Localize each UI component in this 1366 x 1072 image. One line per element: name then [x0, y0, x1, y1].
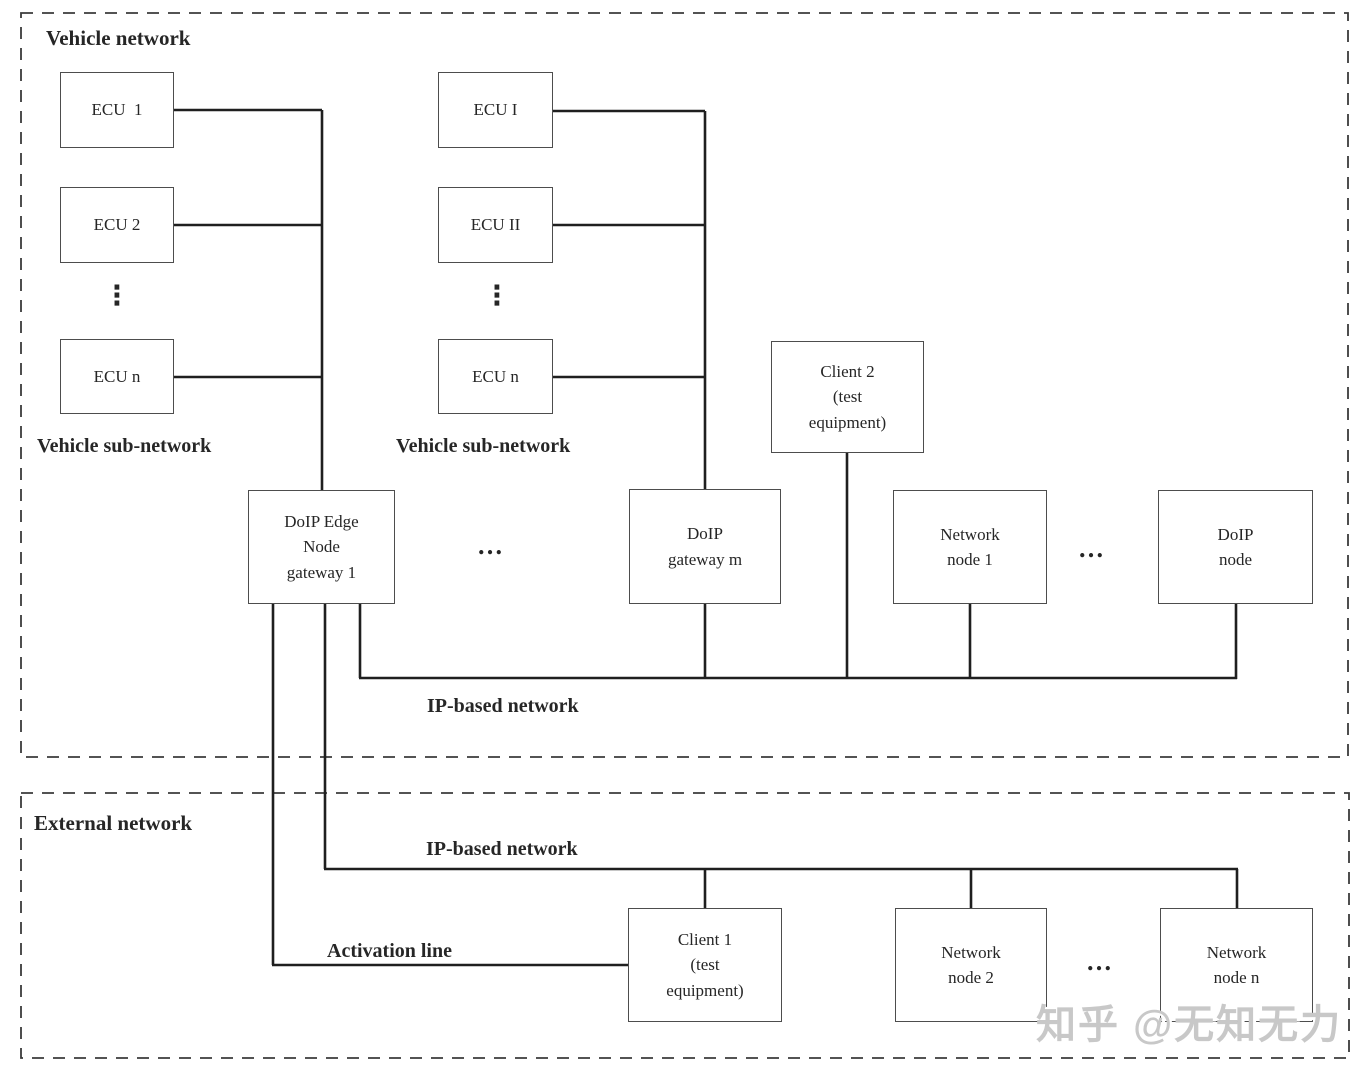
- network-node-1-box: Network node 1: [893, 490, 1047, 604]
- ecu-II-box: ECU II: [438, 187, 553, 263]
- ellipsis-gateway-row: …: [477, 531, 507, 560]
- ellipsis-node-row: …: [1078, 534, 1108, 563]
- activation-line-label: Activation line: [327, 940, 452, 962]
- ecu-I-box: ECU I: [438, 72, 553, 148]
- ellipsis-external-row: …: [1086, 947, 1116, 976]
- ecu-n-mid-box: ECU n: [438, 339, 553, 414]
- client-1-box: Client 1 (test equipment): [628, 908, 782, 1022]
- ecu-n-left-box: ECU n: [60, 339, 174, 414]
- vehicle-sub-network-label-left: Vehicle sub-network: [37, 435, 212, 457]
- zhihu-watermark: 知乎 @无知无力: [1036, 1003, 1343, 1047]
- doip-edge-node-gateway-1-box: DoIP Edge Node gateway 1: [248, 490, 395, 604]
- vehicle-ip-network-label: IP-based network: [427, 695, 579, 717]
- external-network-title: External network: [34, 811, 193, 835]
- ecu-1-box: ECU 1: [60, 72, 174, 148]
- vehicle-network-boundary: [20, 12, 1349, 758]
- network-node-2-box: Network node 2: [895, 908, 1047, 1022]
- doip-node-box: DoIP node: [1158, 490, 1313, 604]
- external-network-boundary: [20, 792, 1350, 1059]
- vehicle-sub-network-label-mid: Vehicle sub-network: [396, 435, 571, 457]
- vertical-ellipsis-left: ⋮: [103, 280, 131, 312]
- doip-gateway-m-box: DoIP gateway m: [629, 489, 781, 604]
- client-2-box: Client 2 (test equipment): [771, 341, 924, 453]
- vehicle-network-title: Vehicle network: [46, 26, 191, 50]
- network-node-n-box: Network node n: [1160, 908, 1313, 1022]
- ecu-2-box: ECU 2: [60, 187, 174, 263]
- vertical-ellipsis-mid: ⋮: [483, 280, 511, 312]
- external-ip-network-label: IP-based network: [426, 838, 578, 860]
